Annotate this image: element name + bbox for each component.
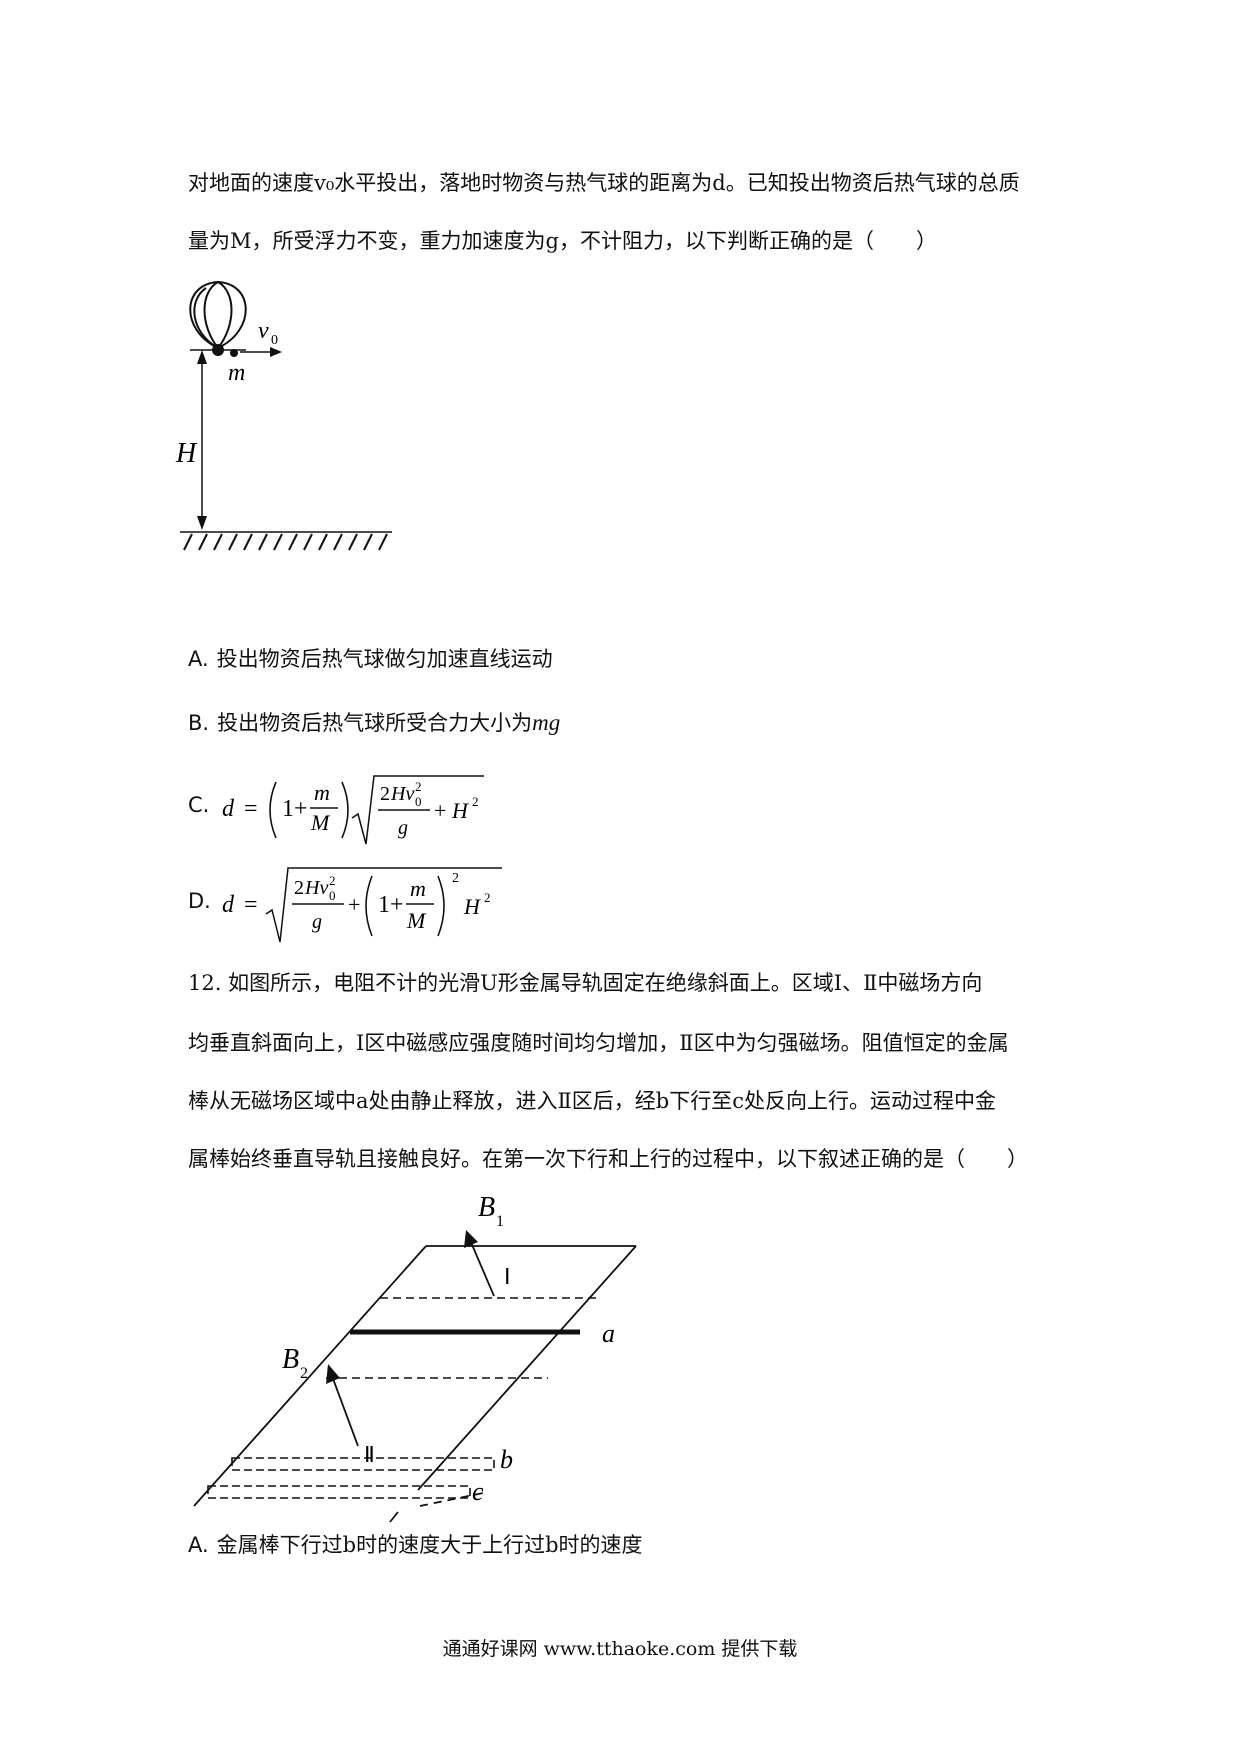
svg-text:d: d <box>222 796 235 822</box>
q11-option-d[interactable]: D. <box>188 889 211 913</box>
H-label: H <box>175 438 198 469</box>
svg-text:B: B <box>282 1344 299 1375</box>
svg-text:M: M <box>310 810 331 835</box>
svg-text:2: 2 <box>452 871 459 886</box>
page-footer: 通通好课网 www.tthaoke.com 提供下载 <box>442 1638 798 1660</box>
svg-text:2: 2 <box>329 873 336 888</box>
q11-text-line-1: 对地面的速度v₀水平投出，落地时物资与热气球的距离为d。已知投出物资后热气球的总… <box>188 171 1020 195</box>
svg-text:H: H <box>451 798 469 823</box>
svg-text:=: = <box>244 892 258 918</box>
svg-text:2: 2 <box>484 890 491 905</box>
svg-text:0: 0 <box>271 333 278 348</box>
svg-text:2: 2 <box>472 794 479 809</box>
label-c: c <box>472 1477 484 1506</box>
q12-text-line-3: 棒从无磁场区域中a处由静止释放，进入Ⅱ区后，经b下行至c处反向上行。运动过程中金 <box>188 1089 996 1113</box>
rod-position-b <box>231 1457 495 1471</box>
q12-option-a[interactable]: A.金属棒下行过b时的速度大于上行过b时的速度 <box>188 1533 643 1557</box>
svg-text:Hv: Hv <box>304 877 328 899</box>
svg-text:1+: 1+ <box>378 892 404 918</box>
svg-text:d: d <box>222 892 235 918</box>
mass-dot <box>230 349 238 357</box>
right-rail <box>417 1245 637 1491</box>
svg-text:+: + <box>434 798 446 823</box>
rails-figure: B 1 Ⅰ B 2 Ⅱ a b c <box>193 1192 637 1523</box>
label-b: b <box>500 1445 513 1474</box>
m-label: m <box>228 360 245 386</box>
rod-position-c <box>207 1485 471 1499</box>
svg-text:=: = <box>244 796 258 822</box>
svg-text:+: + <box>348 892 360 917</box>
svg-text:B: B <box>478 1192 495 1223</box>
svg-text:1: 1 <box>496 1213 504 1230</box>
svg-text:1+: 1+ <box>282 796 308 822</box>
label-a: a <box>602 1319 615 1348</box>
svg-text:m: m <box>410 876 426 901</box>
q11-option-c[interactable]: C. <box>188 793 210 817</box>
balloon-figure: v 0 m H <box>175 280 392 551</box>
svg-text:H: H <box>463 894 481 919</box>
svg-text:g: g <box>312 911 322 933</box>
option-c-formula: d = 1+ m M 2 Hv 2 0 g + H 2 <box>222 775 484 845</box>
region-2-label: Ⅱ <box>364 1442 375 1467</box>
b2-arrow <box>331 1375 359 1447</box>
q12-text-line-1: 12. 如图所示，电阻不计的光滑U形金属导轨固定在绝缘斜面上。区域Ⅰ、Ⅱ中磁场方… <box>188 971 983 995</box>
left-rail <box>193 1245 427 1507</box>
balloon-icon <box>189 280 247 350</box>
q11-option-a[interactable]: A.投出物资后热气球做匀加速直线运动 <box>188 647 553 671</box>
b1-arrow <box>469 1239 495 1297</box>
svg-text:M: M <box>406 908 427 933</box>
region-1-label: Ⅰ <box>504 1264 511 1289</box>
svg-text:2: 2 <box>294 877 304 899</box>
q12-text-line-4: 属棒始终垂直导轨且接触良好。在第一次下行和上行的过程中，以下叙述正确的是（ ） <box>188 1147 1028 1171</box>
svg-text:g: g <box>398 817 408 839</box>
svg-text:0: 0 <box>415 794 422 809</box>
q11-option-b[interactable]: B.投出物资后热气球所受合力大小为mg <box>188 710 561 735</box>
svg-text:Hv: Hv <box>390 783 414 805</box>
svg-text:m: m <box>314 780 330 805</box>
svg-text:0: 0 <box>329 888 336 903</box>
q11-text-line-2: 量为M，所受浮力不变，重力加速度为g，不计阻力，以下判断正确的是（ ） <box>188 229 937 253</box>
svg-text:2: 2 <box>300 1365 308 1382</box>
option-d-formula: d = 2 Hv 2 0 g + 1+ m M 2 H 2 <box>222 867 502 943</box>
svg-text:2: 2 <box>380 783 390 805</box>
q12-text-line-2: 均垂直斜面向上，Ⅰ区中磁感应强度随时间均匀增加，Ⅱ区中为匀强磁场。阻值恒定的金属 <box>188 1031 1009 1055</box>
svg-text:2: 2 <box>415 779 422 794</box>
v0-label: v <box>258 318 269 344</box>
